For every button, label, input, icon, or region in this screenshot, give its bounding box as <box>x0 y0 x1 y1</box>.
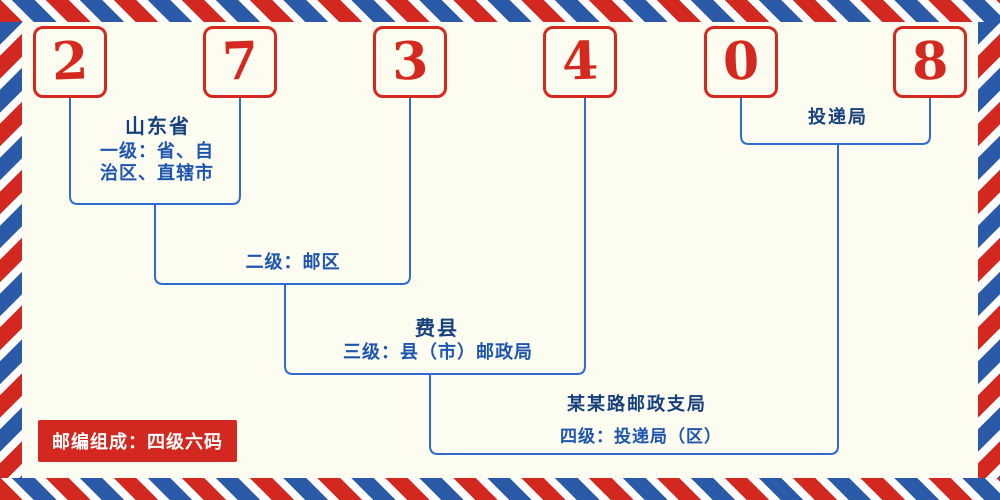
postal-digit-box: 4 <box>543 26 617 98</box>
level4-desc: 四级：投递局（区） <box>560 427 722 447</box>
postal-digit-box: 0 <box>704 26 778 98</box>
border-stripe-right <box>978 22 1000 478</box>
delivery-title: 投递局 <box>808 107 868 128</box>
level1-desc-line1: 一级：省、自 <box>100 141 214 162</box>
border-stripe-left <box>0 22 22 478</box>
postal-digit: 7 <box>220 30 260 93</box>
postal-digit: 3 <box>390 30 430 93</box>
level3-desc: 三级：县（市）邮政局 <box>343 342 533 363</box>
level4-title: 某某路邮政支局 <box>567 394 707 415</box>
postal-digit-box: 3 <box>373 26 447 98</box>
postal-digit-box: 2 <box>33 26 107 98</box>
border-stripe-top <box>0 0 1000 22</box>
postal-digit: 2 <box>50 30 90 93</box>
postal-digit-box: 7 <box>203 26 277 98</box>
border-stripe-bottom <box>0 478 1000 500</box>
postal-digit: 0 <box>721 30 761 93</box>
level2-desc: 二级：邮区 <box>245 252 341 273</box>
postal-digit-box: 8 <box>893 26 967 98</box>
level1-title: 山东省 <box>125 114 191 138</box>
level3-title: 费县 <box>415 316 459 340</box>
level1-desc-line2: 治区、直辖市 <box>100 163 214 184</box>
postal-digit: 4 <box>560 30 600 93</box>
composition-badge: 邮编组成：四级六码 <box>38 420 237 462</box>
postal-digit: 8 <box>910 30 950 93</box>
